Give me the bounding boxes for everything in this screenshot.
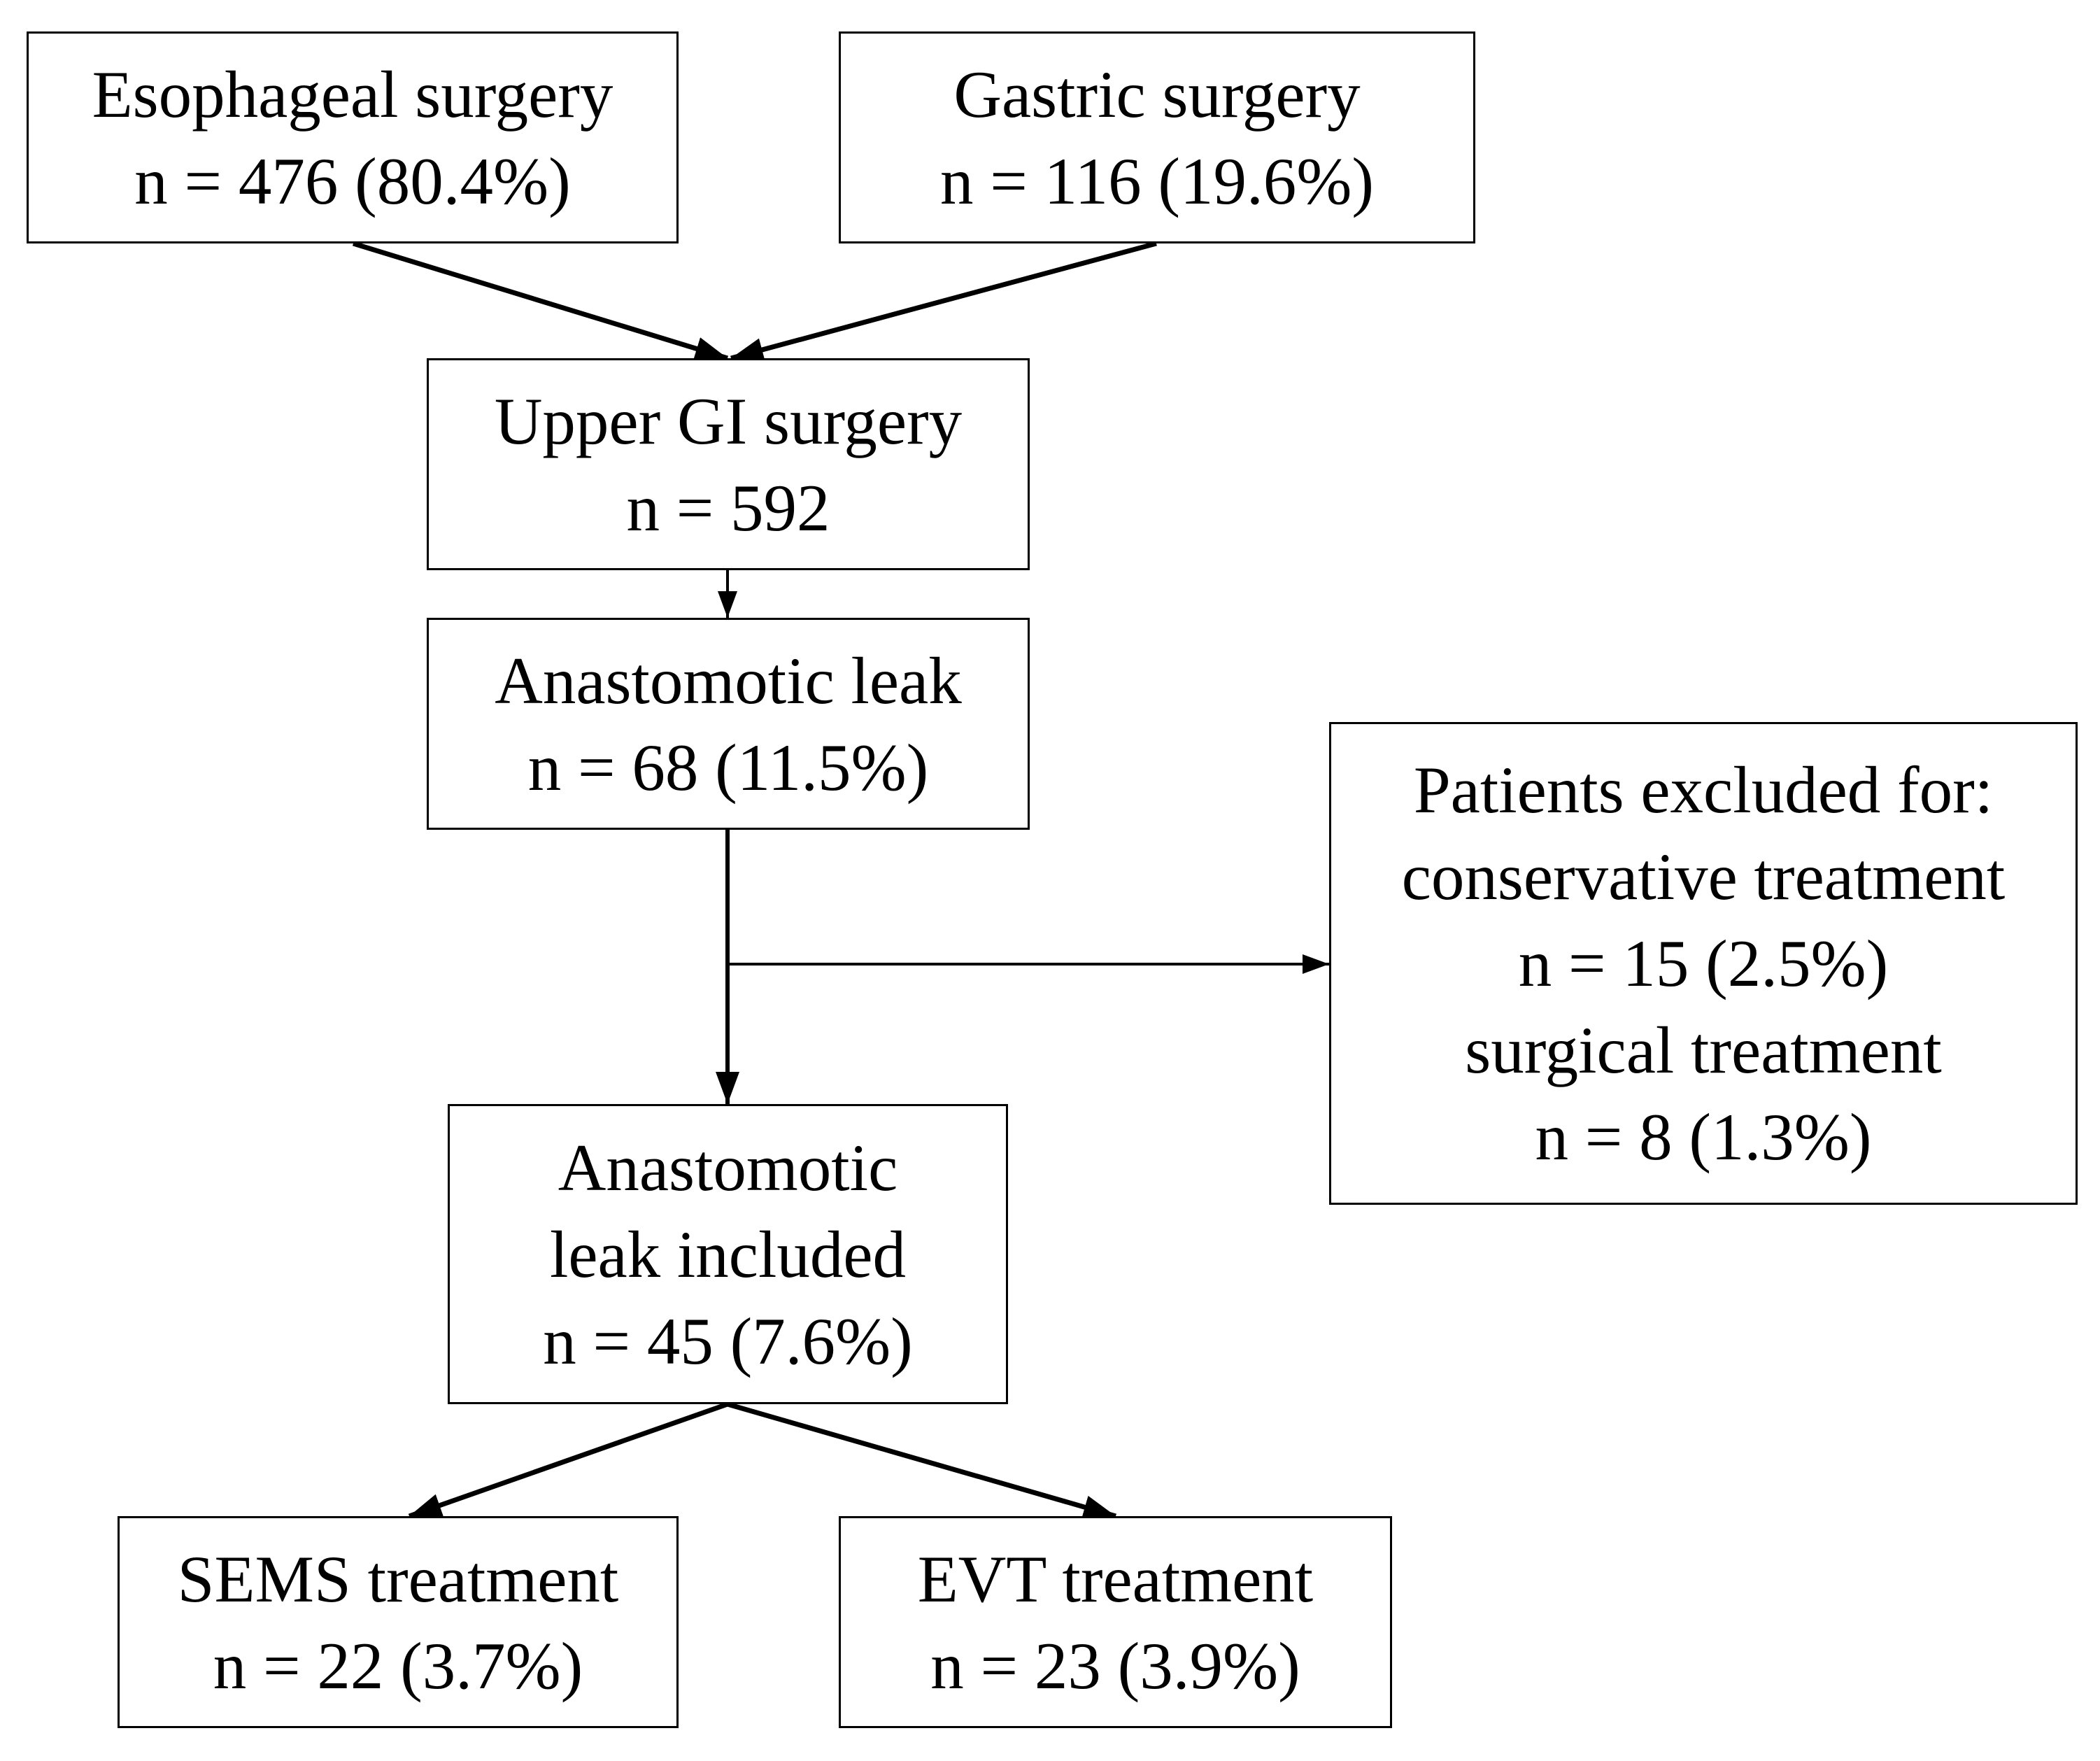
esophageal-surgery-count: n = 476 (80.4%) [134,143,571,218]
esophageal-surgery-box: Esophageal surgery n = 476 (80.4%) [27,31,679,243]
excluded-reason-surgical: surgical treatment [1465,1013,1942,1087]
sems-treatment-box: SEMS treatment n = 22 (3.7%) [118,1516,679,1728]
upper-gi-surgery-box: Upper GI surgery n = 592 [427,358,1030,570]
arrow-gastric-to-upper-gi [730,241,1157,362]
upper-gi-surgery-count: n = 592 [626,470,830,545]
patients-excluded-box: Patients excluded for: conservative trea… [1329,722,2078,1205]
excluded-count-conservative: n = 15 (2.5%) [1518,926,1889,1000]
anastomotic-leak-title: Anastomotic leak [495,643,962,718]
excluded-count-surgical: n = 8 (1.3%) [1535,1100,1872,1174]
evt-treatment-title: EVT treatment [917,1541,1314,1616]
upper-gi-surgery-title: Upper GI surgery [494,383,963,458]
included-title-line-2: leak included [549,1217,907,1292]
included-title-line-1: Anastomotic [558,1130,898,1205]
excluded-reason-conservative: conservative treatment [1401,840,2006,914]
evt-treatment-count: n = 23 (3.9%) [930,1628,1300,1703]
arrow-esophageal-to-upper-gi [352,241,729,361]
anastomotic-leak-box: Anastomotic leak n = 68 (11.5%) [427,618,1030,830]
anastomotic-leak-count: n = 68 (11.5%) [527,730,929,805]
sems-treatment-count: n = 22 (3.7%) [213,1628,583,1703]
gastric-surgery-title: Gastric surgery [953,57,1361,132]
evt-treatment-box: EVT treatment n = 23 (3.9%) [839,1516,1392,1728]
excluded-title: Patients excluded for: [1413,753,1994,827]
gastric-surgery-count: n = 116 (19.6%) [940,143,1374,218]
anastomotic-leak-included-box: Anastomotic leak included n = 45 (7.6%) [448,1104,1008,1404]
arrow-included-to-sems [408,1401,729,1519]
arrow-included-to-evt [727,1401,1116,1519]
included-count: n = 45 (7.6%) [543,1303,913,1378]
sems-treatment-title: SEMS treatment [177,1541,619,1616]
esophageal-surgery-title: Esophageal surgery [92,57,613,132]
gastric-surgery-box: Gastric surgery n = 116 (19.6%) [839,31,1475,243]
